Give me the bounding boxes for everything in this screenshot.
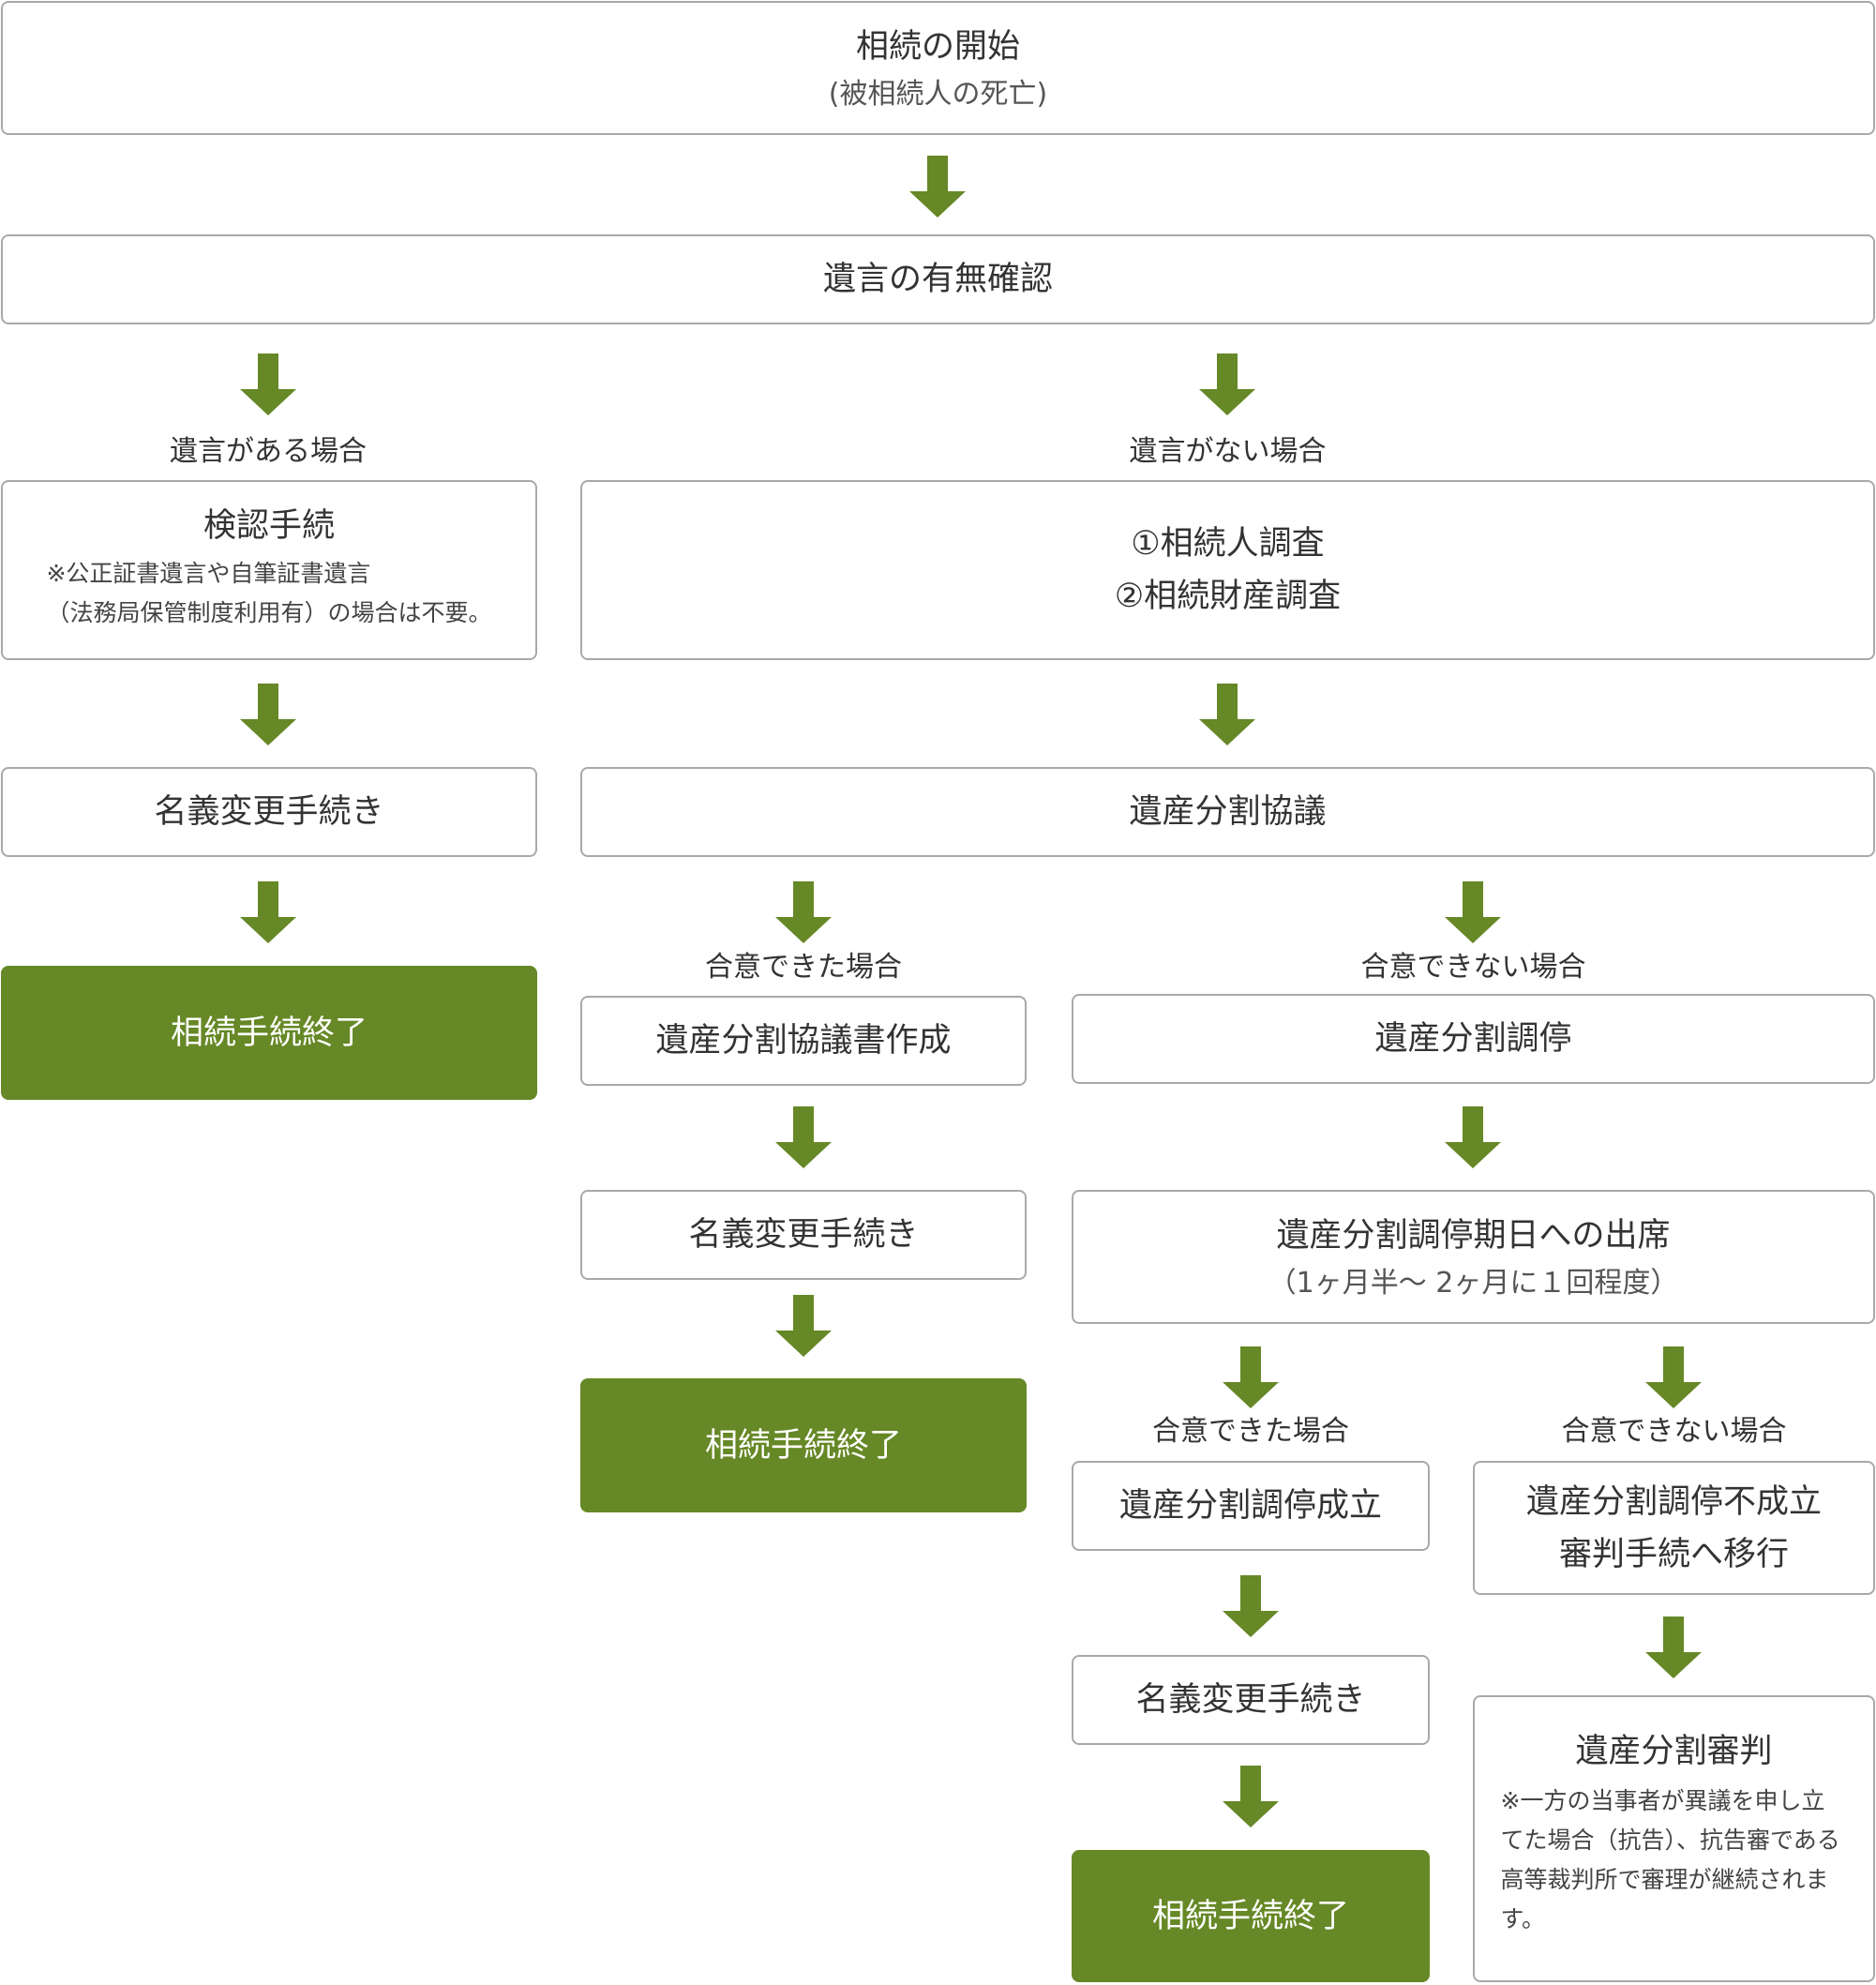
name-change-box-with-will: 名義変更手続き bbox=[1, 767, 537, 857]
agreement-doc-box: 遺産分割協議書作成 bbox=[580, 996, 1027, 1086]
name-change-title: 名義変更手続き bbox=[688, 1216, 919, 1254]
procedure-end-box-with-will: 相続手続終了 bbox=[1, 966, 537, 1100]
down-arrow-icon bbox=[1199, 684, 1255, 745]
probate-note-line-2: （法務局保管制度利用有）の場合は不要。 bbox=[46, 599, 492, 626]
will-check-title: 遺言の有無確認 bbox=[822, 261, 1053, 298]
probate-note-line-1: ※公正証書遺言や自筆証書遺言 bbox=[46, 560, 371, 587]
down-arrow-icon bbox=[909, 156, 966, 218]
mediation-attendance-box: 遺産分割調停期日への出席 （1ヶ月半～ 2ヶ月に１回程度） bbox=[1072, 1190, 1875, 1324]
probate-title: 検認手続 bbox=[203, 507, 335, 545]
name-change-title: 名義変更手続き bbox=[1135, 1681, 1366, 1719]
mediation-failed-box: 遺産分割調停不成立 審判手続へ移行 bbox=[1473, 1461, 1875, 1595]
mediation-established-title: 遺産分割調停成立 bbox=[1118, 1487, 1382, 1525]
mediation-attendance-frequency: （1ヶ月半～ 2ヶ月に１回程度） bbox=[1268, 1266, 1679, 1300]
branch-label-with-will: 遺言がある場合 bbox=[170, 435, 367, 468]
judgment-note-line-3: 高等裁判所で審理が継続されま bbox=[1500, 1866, 1829, 1893]
division-negotiation-box: 遺産分割協議 bbox=[580, 767, 1875, 857]
branch-label-not-agreed: 合意できない場合 bbox=[1360, 951, 1586, 984]
agreement-doc-title: 遺産分割協議書作成 bbox=[655, 1022, 952, 1060]
name-change-box-agreed: 名義変更手続き bbox=[580, 1190, 1027, 1280]
branch-label-agreed: 合意できた場合 bbox=[705, 951, 902, 984]
down-arrow-icon bbox=[1445, 881, 1501, 943]
down-arrow-icon bbox=[1223, 1346, 1279, 1408]
down-arrow-icon bbox=[240, 684, 296, 745]
estate-survey: ②相続財産調査 bbox=[1114, 578, 1342, 615]
start-title: 相続の開始 bbox=[855, 27, 1020, 66]
judgment-title: 遺産分割審判 bbox=[1575, 1733, 1773, 1770]
judgment-note: ※一方の当事者が異議を申し立 てた場合（抗告）、抗告審である 高等裁判所で審理が… bbox=[1501, 1782, 1848, 1939]
mediation-established-box: 遺産分割調停成立 bbox=[1072, 1461, 1430, 1551]
down-arrow-icon bbox=[775, 1106, 832, 1168]
down-arrow-icon bbox=[1445, 1106, 1501, 1168]
procedure-end-box-agreed: 相続手続終了 bbox=[580, 1378, 1027, 1512]
mediation-title: 遺産分割調停 bbox=[1374, 1020, 1572, 1058]
mediation-box: 遺産分割調停 bbox=[1072, 994, 1875, 1084]
heir-survey: ①相続人調査 bbox=[1131, 525, 1325, 563]
down-arrow-icon bbox=[1645, 1346, 1702, 1408]
down-arrow-icon bbox=[775, 1295, 832, 1357]
name-change-box-mediation: 名義変更手続き bbox=[1072, 1655, 1430, 1745]
down-arrow-icon bbox=[1223, 1766, 1279, 1827]
probate-note: ※公正証書遺言や自筆証書遺言 （法務局保管制度利用有）の場合は不要。 bbox=[46, 554, 491, 633]
division-negotiation-title: 遺産分割協議 bbox=[1129, 793, 1327, 831]
branch-label-without-will: 遺言がない場合 bbox=[1129, 435, 1327, 468]
mediation-attendance-title: 遺産分割調停期日への出席 bbox=[1276, 1216, 1671, 1255]
start-subtitle: (被相続人の死亡) bbox=[828, 77, 1048, 111]
down-arrow-icon bbox=[1223, 1575, 1279, 1637]
procedure-end-title: 相続手続終了 bbox=[1151, 1897, 1349, 1935]
probate-box: 検認手続 ※公正証書遺言や自筆証書遺言 （法務局保管制度利用有）の場合は不要。 bbox=[1, 480, 537, 660]
judgment-note-line-1: ※一方の当事者が異議を申し立 bbox=[1500, 1787, 1825, 1814]
branch-label-mediation-agreed: 合意できた場合 bbox=[1152, 1415, 1349, 1448]
transfer-to-judgment: 審判手続へ移行 bbox=[1558, 1535, 1789, 1573]
judgment-note-line-2: てた場合（抗告）、抗告審である bbox=[1500, 1827, 1840, 1854]
branch-label-mediation-not-agreed: 合意できない場合 bbox=[1561, 1415, 1787, 1448]
judgment-note-line-4: す。 bbox=[1500, 1905, 1546, 1932]
down-arrow-icon bbox=[240, 881, 296, 943]
will-check-box: 遺言の有無確認 bbox=[1, 234, 1875, 324]
start-box: 相続の開始 (被相続人の死亡) bbox=[1, 1, 1875, 135]
judgment-box: 遺産分割審判 ※一方の当事者が異議を申し立 てた場合（抗告）、抗告審である 高等… bbox=[1473, 1695, 1875, 1982]
down-arrow-icon bbox=[775, 881, 832, 943]
survey-box: ①相続人調査 ②相続財産調査 bbox=[580, 480, 1875, 660]
down-arrow-icon bbox=[1645, 1617, 1702, 1678]
procedure-end-title: 相続手続終了 bbox=[704, 1426, 902, 1465]
procedure-end-box-mediation: 相続手続終了 bbox=[1072, 1850, 1430, 1982]
down-arrow-icon bbox=[1199, 353, 1255, 415]
mediation-failed-title: 遺産分割調停不成立 bbox=[1525, 1482, 1822, 1521]
procedure-end-title: 相続手続終了 bbox=[170, 1014, 368, 1052]
down-arrow-icon bbox=[240, 353, 296, 415]
name-change-title: 名義変更手続き bbox=[154, 793, 384, 831]
